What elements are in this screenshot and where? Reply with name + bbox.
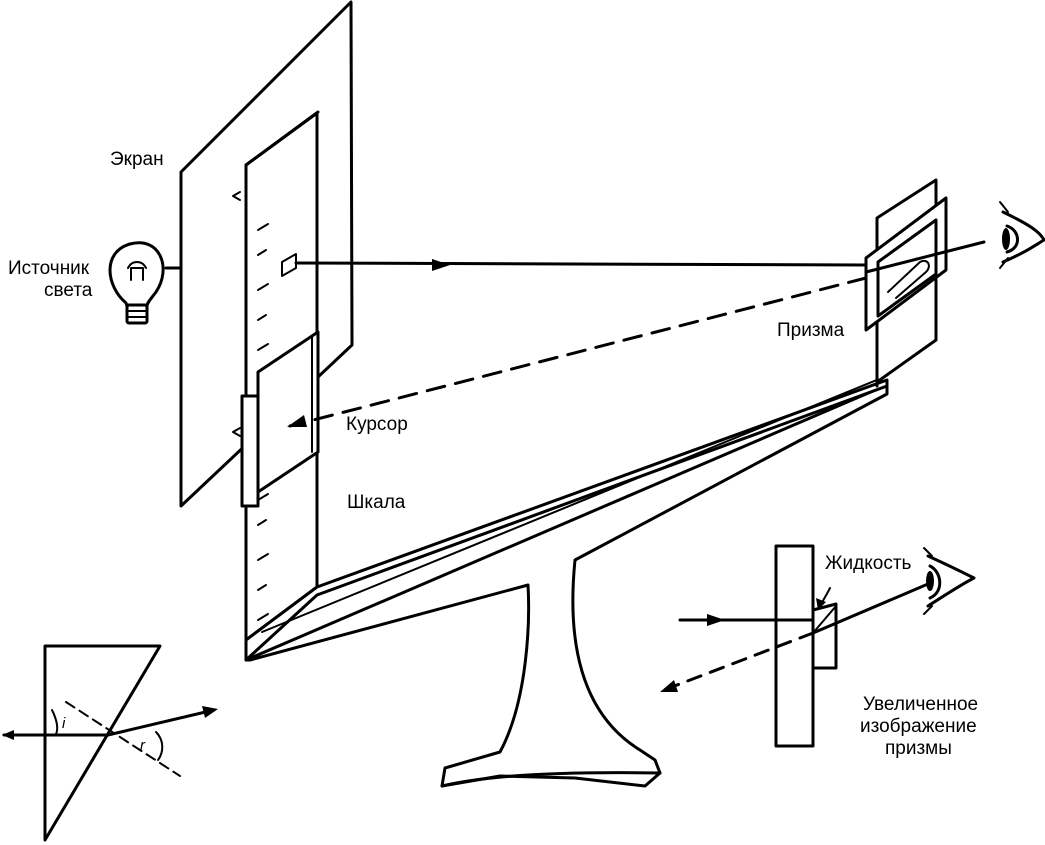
magnified-label-line1: Увеличенное [863,694,978,715]
angle-i-label: i [62,715,66,732]
magnified-label-line2: изображение [860,716,977,737]
eye-icon [999,201,1045,269]
cursor-label: Курсор [346,414,408,435]
liquid-label: Жидкость [825,553,912,574]
scale-label: Шкала [347,492,406,513]
eye-small-icon [923,547,976,615]
angle-r-label: r [140,737,146,754]
light-bulb-icon [108,241,183,325]
magnified-label-line3: призмы [885,738,952,759]
refraction-angle-diagram: i r [2,644,218,842]
light-rays [287,240,986,428]
screen-label: Экран [110,149,164,170]
cursor-slider [240,330,320,508]
light-source-label-line1: Источник [8,258,90,279]
magnified-prism [660,544,930,748]
light-source-label-line2: света [44,280,93,301]
instrument-stand [244,383,889,788]
prism-label: Призма [777,320,845,341]
prism-holder [864,178,948,388]
